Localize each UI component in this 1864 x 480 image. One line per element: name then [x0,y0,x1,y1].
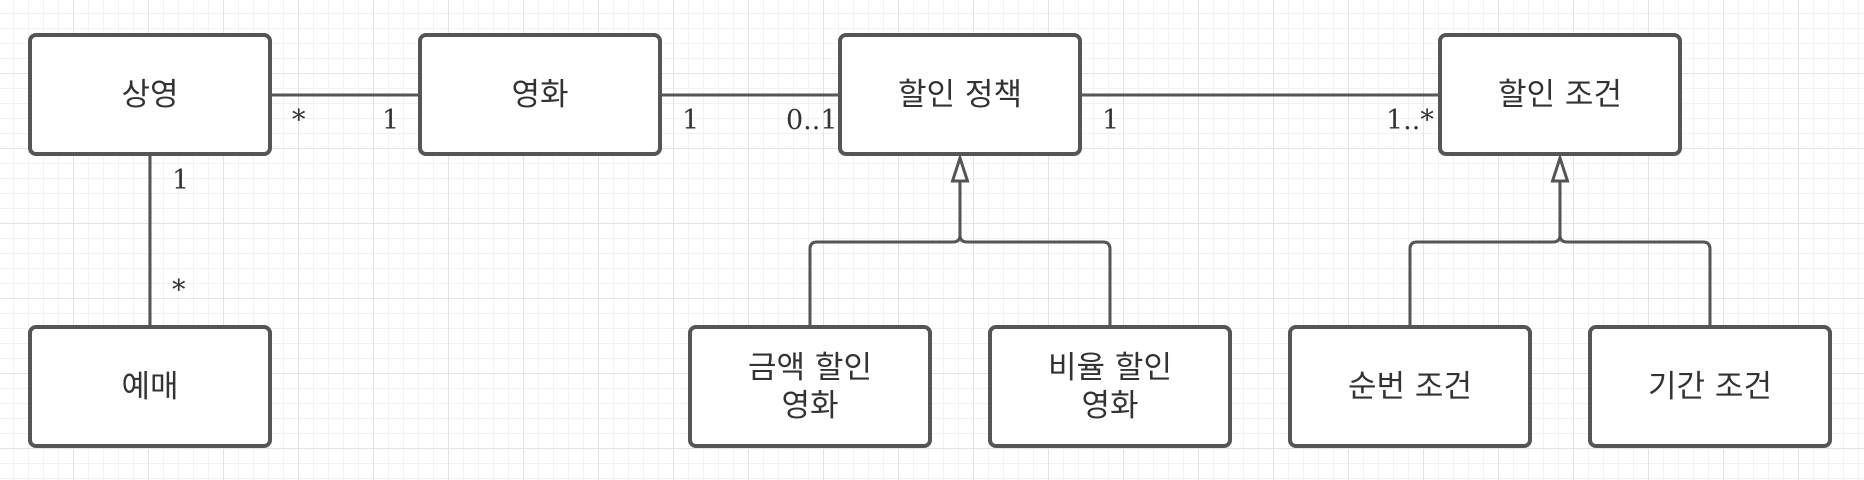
multiplicity-reservation-from-screening: * [172,275,186,306]
class-discount-condition[interactable]: 할인 조건 [1438,33,1682,156]
class-movie[interactable]: 영화 [418,33,662,156]
class-period-condition[interactable]: 기간 조건 [1588,325,1832,448]
multiplicity-screening-to-reservation: 1 [172,165,190,196]
class-screening[interactable]: 상영 [28,33,272,156]
multiplicity-condition-from-policy: 1..* [1386,105,1434,136]
generalization-percent-discount-movie [958,181,1112,326]
multiplicity-movie-from-screening: 1 [382,105,400,136]
multiplicity-screening-to-movie: * [292,105,306,136]
class-percent-discount-movie[interactable]: 비율 할인 영화 [988,325,1232,448]
generalization-period-condition [1558,181,1712,326]
class-amount-discount-movie[interactable]: 금액 할인 영화 [688,325,932,448]
generalization-arrowhead-discount-condition [1550,153,1570,183]
multiplicity-movie-to-policy: 1 [682,105,700,136]
multiplicity-policy-from-movie: 0..1 [786,105,838,136]
generalization-arrowhead-discount-policy [950,153,970,183]
class-reservation[interactable]: 예매 [28,325,272,448]
class-discount-policy[interactable]: 할인 정책 [838,33,1082,156]
generalization-sequence-condition [1408,181,1562,326]
generalization-amount-discount-movie [808,181,962,326]
multiplicity-policy-to-condition: 1 [1102,105,1120,136]
class-sequence-condition[interactable]: 순번 조건 [1288,325,1532,448]
